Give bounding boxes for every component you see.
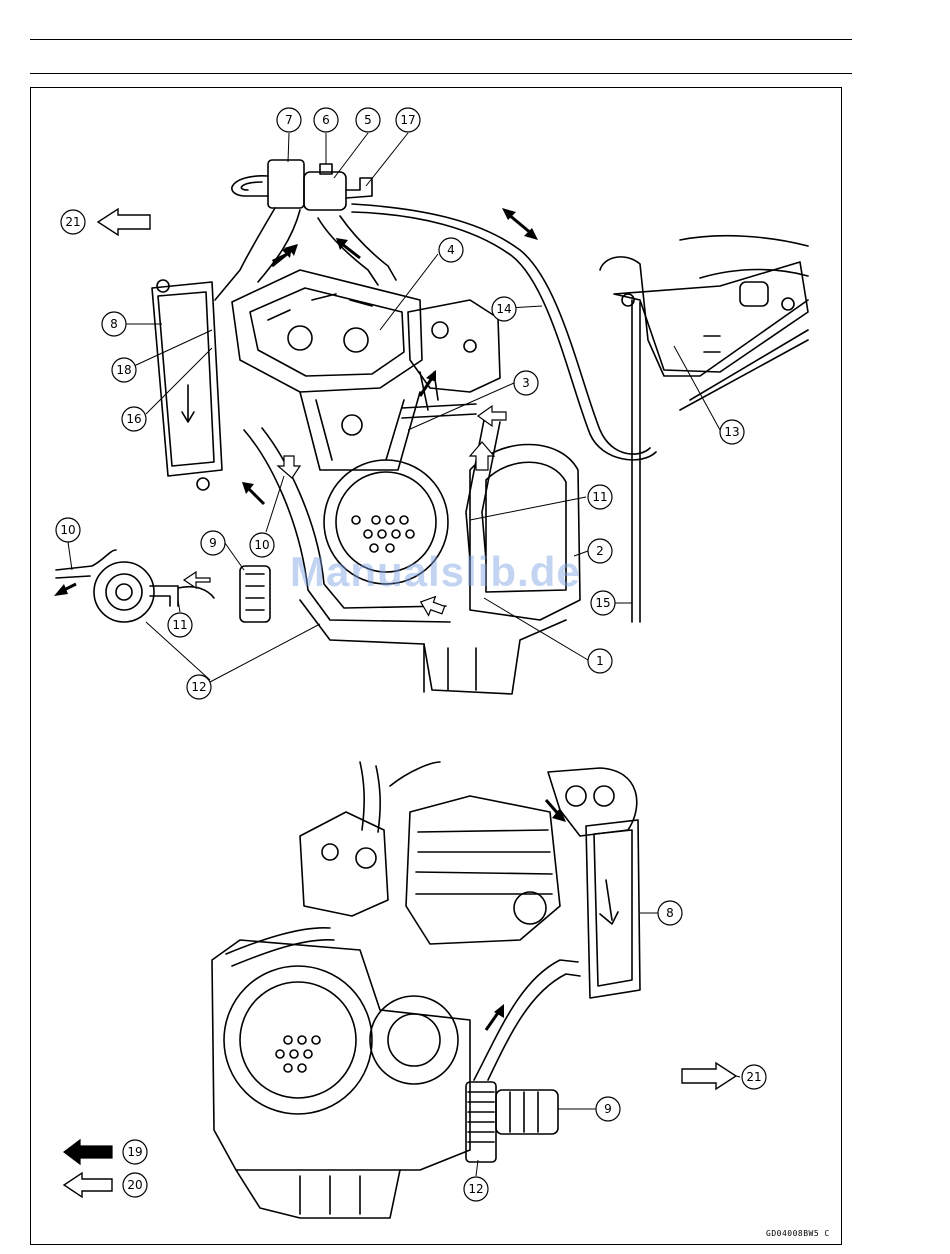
- svg-text:8: 8: [110, 317, 118, 331]
- callout-4: 4: [439, 238, 463, 262]
- svg-text:17: 17: [400, 113, 415, 127]
- callout-21-top: 21: [61, 210, 85, 234]
- callout-5: 5: [356, 108, 380, 132]
- callout-12-bottom: 12: [464, 1177, 488, 1201]
- callout-9-top: 9: [201, 531, 225, 555]
- svg-text:13: 13: [724, 425, 739, 439]
- callout-12-top: 12: [187, 675, 211, 699]
- figure-code: GD04008BW5 C: [766, 1229, 830, 1238]
- svg-text:12: 12: [191, 680, 206, 694]
- callout-3: 3: [514, 371, 538, 395]
- svg-text:9: 9: [209, 536, 217, 550]
- front-direction-arrow-top: [98, 209, 150, 235]
- front-direction-arrow-bottom: [682, 1063, 736, 1089]
- callout-17: 17: [396, 108, 420, 132]
- callout-16: 16: [122, 407, 146, 431]
- svg-text:4: 4: [447, 243, 455, 257]
- svg-text:15: 15: [595, 596, 610, 610]
- callout-21-bottom: 21: [742, 1065, 766, 1089]
- callout-10-left: 10: [56, 518, 80, 542]
- svg-text:8: 8: [666, 906, 674, 920]
- callout-11-left: 11: [168, 613, 192, 637]
- svg-text:7: 7: [285, 113, 293, 127]
- svg-text:10: 10: [60, 523, 75, 537]
- callout-10-mid: 10: [250, 533, 274, 557]
- svg-text:20: 20: [127, 1178, 142, 1192]
- svg-text:16: 16: [126, 412, 141, 426]
- callout-9-bottom: 9: [596, 1097, 620, 1121]
- callout-19: 19: [123, 1140, 147, 1164]
- callout-7: 7: [277, 108, 301, 132]
- svg-text:18: 18: [116, 363, 131, 377]
- svg-text:19: 19: [127, 1145, 142, 1159]
- callout-14: 14: [492, 297, 516, 321]
- callout-11-right: 11: [588, 485, 612, 509]
- upper-engine-view: [56, 160, 808, 694]
- hot-coolant-legend-arrow: [64, 1140, 112, 1164]
- watermark: Manualslib.de: [290, 548, 581, 596]
- svg-text:21: 21: [65, 215, 80, 229]
- svg-text:14: 14: [496, 302, 511, 316]
- callout-2: 2: [588, 539, 612, 563]
- svg-text:10: 10: [254, 538, 269, 552]
- callout-18: 18: [112, 358, 136, 382]
- callout-1: 1: [588, 649, 612, 673]
- callout-20: 20: [123, 1173, 147, 1197]
- svg-text:5: 5: [364, 113, 372, 127]
- callout-13: 13: [720, 420, 744, 444]
- lower-engine-view: [212, 762, 640, 1218]
- svg-text:21: 21: [746, 1070, 761, 1084]
- cold-coolant-legend-arrow: [64, 1173, 112, 1197]
- svg-text:2: 2: [596, 544, 604, 558]
- callout-6: 6: [314, 108, 338, 132]
- svg-text:12: 12: [468, 1182, 483, 1196]
- svg-text:6: 6: [322, 113, 330, 127]
- svg-text:9: 9: [604, 1102, 612, 1116]
- svg-text:11: 11: [592, 490, 607, 504]
- callout-15: 15: [591, 591, 615, 615]
- flow-arrows: [54, 208, 736, 1197]
- svg-text:11: 11: [172, 618, 187, 632]
- callout-8-top: 8: [102, 312, 126, 336]
- callouts: 7 6 5 17 21 4 14 8 18 3 16 13 11 10 9 10…: [56, 108, 766, 1201]
- callout-8-bottom: 8: [658, 901, 682, 925]
- svg-text:1: 1: [596, 654, 604, 668]
- svg-text:3: 3: [522, 376, 530, 390]
